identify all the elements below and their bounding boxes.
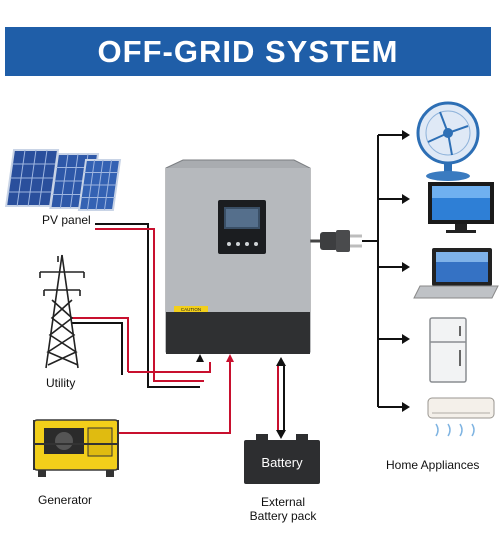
arrowheads [196,130,410,439]
power-tower-icon [39,254,85,369]
external-battery-label: External Battery pack [238,495,328,523]
plug-icon [320,230,362,252]
pv-wire-black [95,223,200,388]
arrow-battery-down [276,430,286,439]
arrow-to-laptop [402,262,410,272]
tv-icon [428,182,494,233]
arrow-battery-up [276,357,286,366]
inverter-unit [165,159,311,354]
fan-icon [416,101,480,181]
pv-panel-label: PV panel [42,213,91,227]
solar-panel-icon [4,149,122,211]
title-banner: OFF-GRID SYSTEM [5,27,491,76]
arrow-grid-in [226,354,234,362]
arrow-to-fan [402,130,410,140]
generator-label: Generator [38,493,93,507]
utility-label: Utility [46,376,76,390]
air-conditioner-icon [427,397,495,437]
external-battery-line1: External [260,495,306,509]
utility-wire-black [72,322,123,375]
wires [72,134,402,434]
page-title: OFF-GRID SYSTEM [97,33,399,69]
inverter-caution-label: CAUTION [181,307,201,312]
generator-icon [33,419,119,477]
pv-wire-red [95,228,204,382]
fridge-icon [429,317,467,383]
arrow-to-tv [402,194,410,204]
utility-wire-join [128,362,211,373]
utility-wire-red [72,317,129,372]
external-battery-line2: Battery pack [249,509,317,523]
arrow-pv-in [196,354,204,362]
battery-label: Battery [261,455,303,470]
generator-wire-red [118,362,231,434]
arrow-to-ac [402,402,410,412]
arrow-to-fridge [402,334,410,344]
battery-icon [244,434,320,484]
home-appliances-label: Home Appliances [386,458,480,472]
laptop-icon [413,248,499,299]
